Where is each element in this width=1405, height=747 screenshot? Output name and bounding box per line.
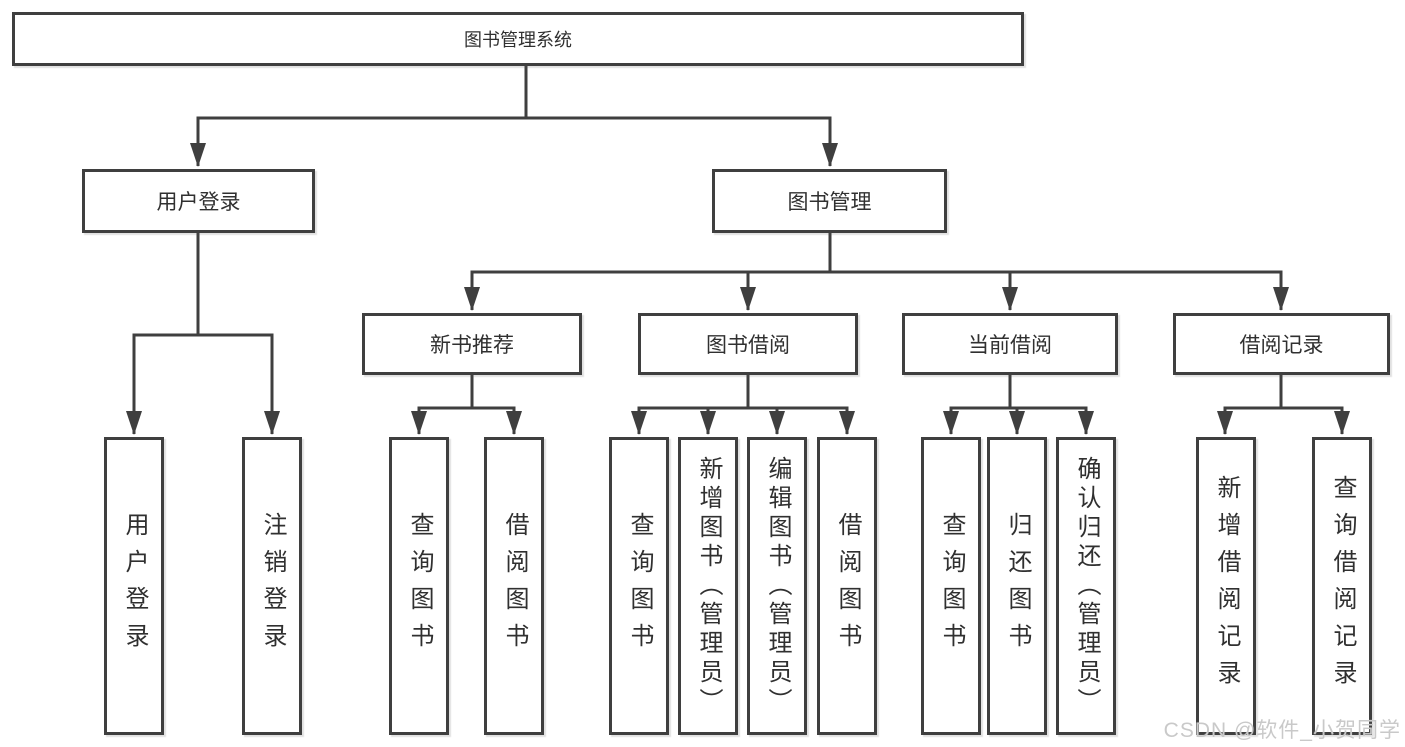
node-label: 新增借阅记录 — [1213, 475, 1240, 697]
node-leaf-confirm-return-admin: 确认归还（管理员） — [1056, 437, 1116, 735]
edges-new-book-recommend-children — [411, 375, 522, 435]
node-label: 当前借阅 — [968, 334, 1052, 357]
node-label: 查询借阅记录 — [1329, 475, 1356, 697]
node-label: 借阅图书 — [834, 512, 861, 660]
node-label: 图书管理 — [787, 191, 872, 214]
edges-user-login-children — [126, 233, 280, 435]
node-leaf-edit-books-admin: 编辑图书（管理员） — [747, 437, 807, 735]
node-leaf-user-login: 用户登录 — [104, 437, 164, 735]
node-label: 用户登录 — [121, 512, 148, 660]
edges-borrow-record-children — [1217, 375, 1350, 435]
node-leaf-add-books-admin: 新增图书（管理员） — [678, 437, 738, 735]
node-book-borrow: 图书借阅 — [638, 313, 858, 375]
node-leaf-query-books-recommend: 查询图书 — [389, 437, 449, 735]
node-root-system: 图书管理系统 — [12, 12, 1024, 66]
node-book-management: 图书管理 — [712, 169, 947, 233]
node-label: 新增图书（管理员） — [695, 455, 722, 717]
node-label: 确认归还（管理员） — [1073, 455, 1100, 717]
node-label: 图书管理系统 — [464, 30, 572, 50]
node-label: 用户登录 — [156, 191, 241, 214]
node-leaf-query-borrow-record: 查询借阅记录 — [1312, 437, 1372, 735]
node-borrow-record: 借阅记录 — [1173, 313, 1390, 375]
edges-book-management-children — [464, 233, 1289, 311]
edges-current-borrow-children — [943, 375, 1094, 435]
node-user-login: 用户登录 — [82, 169, 315, 233]
node-label: 归还图书 — [1004, 512, 1031, 660]
node-label: 编辑图书（管理员） — [764, 455, 791, 717]
node-label: 查询图书 — [406, 512, 433, 660]
node-leaf-return-books: 归还图书 — [987, 437, 1047, 735]
node-label: 查询图书 — [626, 512, 653, 660]
node-new-book-recommend: 新书推荐 — [362, 313, 582, 375]
node-leaf-query-books-current: 查询图书 — [921, 437, 981, 735]
node-leaf-add-borrow-record: 新增借阅记录 — [1196, 437, 1256, 735]
node-leaf-query-books-borrow: 查询图书 — [609, 437, 669, 735]
node-leaf-borrow-books: 借阅图书 — [817, 437, 877, 735]
edges-root-to-level2 — [190, 66, 838, 167]
node-leaf-borrow-books-recommend: 借阅图书 — [484, 437, 544, 735]
edges-book-borrow-children — [631, 375, 855, 435]
node-label: 注销登录 — [259, 512, 286, 660]
node-leaf-logout: 注销登录 — [242, 437, 302, 735]
node-label: 新书推荐 — [430, 334, 514, 357]
node-label: 借阅图书 — [501, 512, 528, 660]
node-label: 借阅记录 — [1239, 334, 1324, 357]
node-label: 图书借阅 — [706, 334, 790, 357]
node-label: 查询图书 — [938, 512, 965, 660]
watermark-text: CSDN @软件_小贺同学 — [1163, 719, 1401, 742]
node-current-borrow: 当前借阅 — [902, 313, 1118, 375]
